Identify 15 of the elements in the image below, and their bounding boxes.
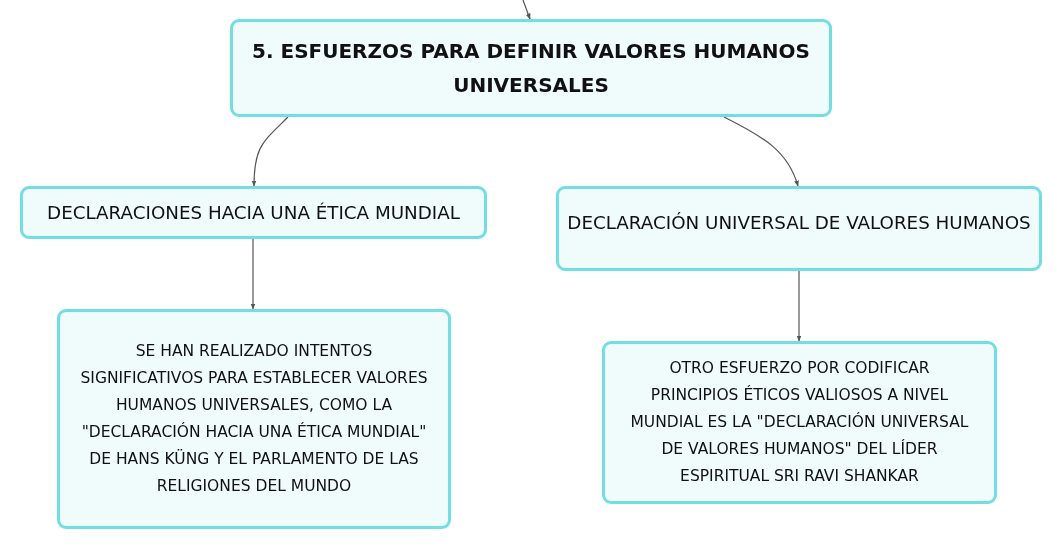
- subtopic-box: [556, 186, 1042, 271]
- description-text: OTRO ESFUERZO POR CODIFICAR PRINCIPIOS ÉTICOS VALIOSOS A NIVEL MUNDIAL ES LA "DECLARACIÓN UNIVERSAL DE VALORES HUMANOS" DEL LÍDER ESPIRITUAL SRI RAVI SHANKAR: [630, 358, 969, 487]
- description-box: [602, 341, 997, 504]
- description-box: [57, 309, 451, 529]
- arrow: [723, 116, 799, 187]
- topic-title: 5. ESFUERZOS PARA DEFINIR VALORES HUMANOS UNIVERSALES: [251, 38, 811, 99]
- subtopic-label: DECLARACIONES HACIA UNA ÉTICA MUNDIAL: [47, 200, 460, 225]
- arrow: [251, 116, 289, 187]
- arrow: [796, 270, 802, 342]
- description-text: SE HAN REALIZADO INTENTOS SIGNIFICATIVOS PARA ESTABLECER VALORES HUMANOS UNIVERSALES, COMO LA "DECLARACIÓN HACIA UNA ÉTICA MUNDIAL" DE HANS KÜNG Y EL PARLAMENTO DE LAS RELIGIONES DEL MUNDO: [79, 341, 429, 497]
- topic-box: [230, 19, 832, 117]
- arrow: [250, 238, 256, 310]
- arrow: [522, 0, 531, 20]
- subtopic-box: [20, 186, 487, 239]
- subtopic-label: DECLARACIÓN UNIVERSAL DE VALORES HUMANOS: [567, 210, 1031, 235]
